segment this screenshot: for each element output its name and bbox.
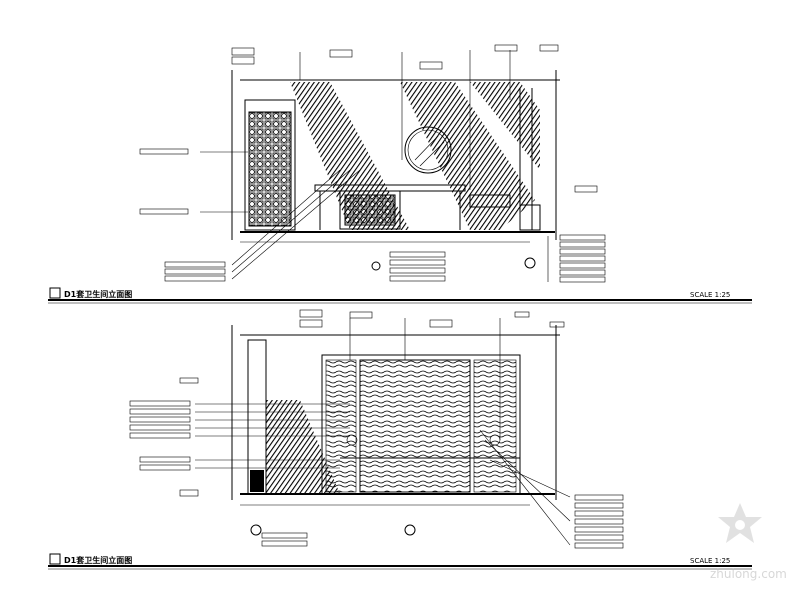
grid-marker [404, 524, 416, 536]
drawing-title: D1套卫生间立面图 [64, 289, 132, 299]
drawing-title: D1套卫生间立面图 [64, 555, 132, 565]
mirror-hatch-band [470, 82, 540, 170]
drawing-scale: SCALE 1:25 [690, 557, 730, 565]
top-tags [231, 44, 559, 190]
right-callouts [547, 185, 606, 283]
lattice-door-panel [248, 111, 292, 227]
left-callouts [129, 377, 350, 547]
bottom-callouts [389, 251, 446, 282]
grid-marker [524, 257, 536, 269]
bottom-elevation: D1套卫生间立面图 SCALE 1:25 [48, 309, 752, 570]
vanity-cabinet [344, 194, 396, 226]
wave-decor-panel [359, 359, 471, 493]
watermark: zhulong.com [710, 503, 787, 581]
mirror-hatch-band [290, 82, 410, 230]
top-tags [299, 309, 565, 440]
watermark-logo-icon [718, 503, 762, 543]
right-callouts [479, 429, 624, 549]
grid-marker [371, 261, 381, 271]
round-mirror [404, 126, 452, 174]
drawing-scale: SCALE 1:25 [690, 291, 730, 299]
left-callouts [139, 148, 361, 282]
top-elevation: D1套卫生间立面图 SCALE 1:25 [48, 44, 752, 304]
grid-marker [250, 524, 262, 536]
mirror-hatch-band [400, 82, 535, 230]
watermark-text: zhulong.com [710, 567, 787, 581]
